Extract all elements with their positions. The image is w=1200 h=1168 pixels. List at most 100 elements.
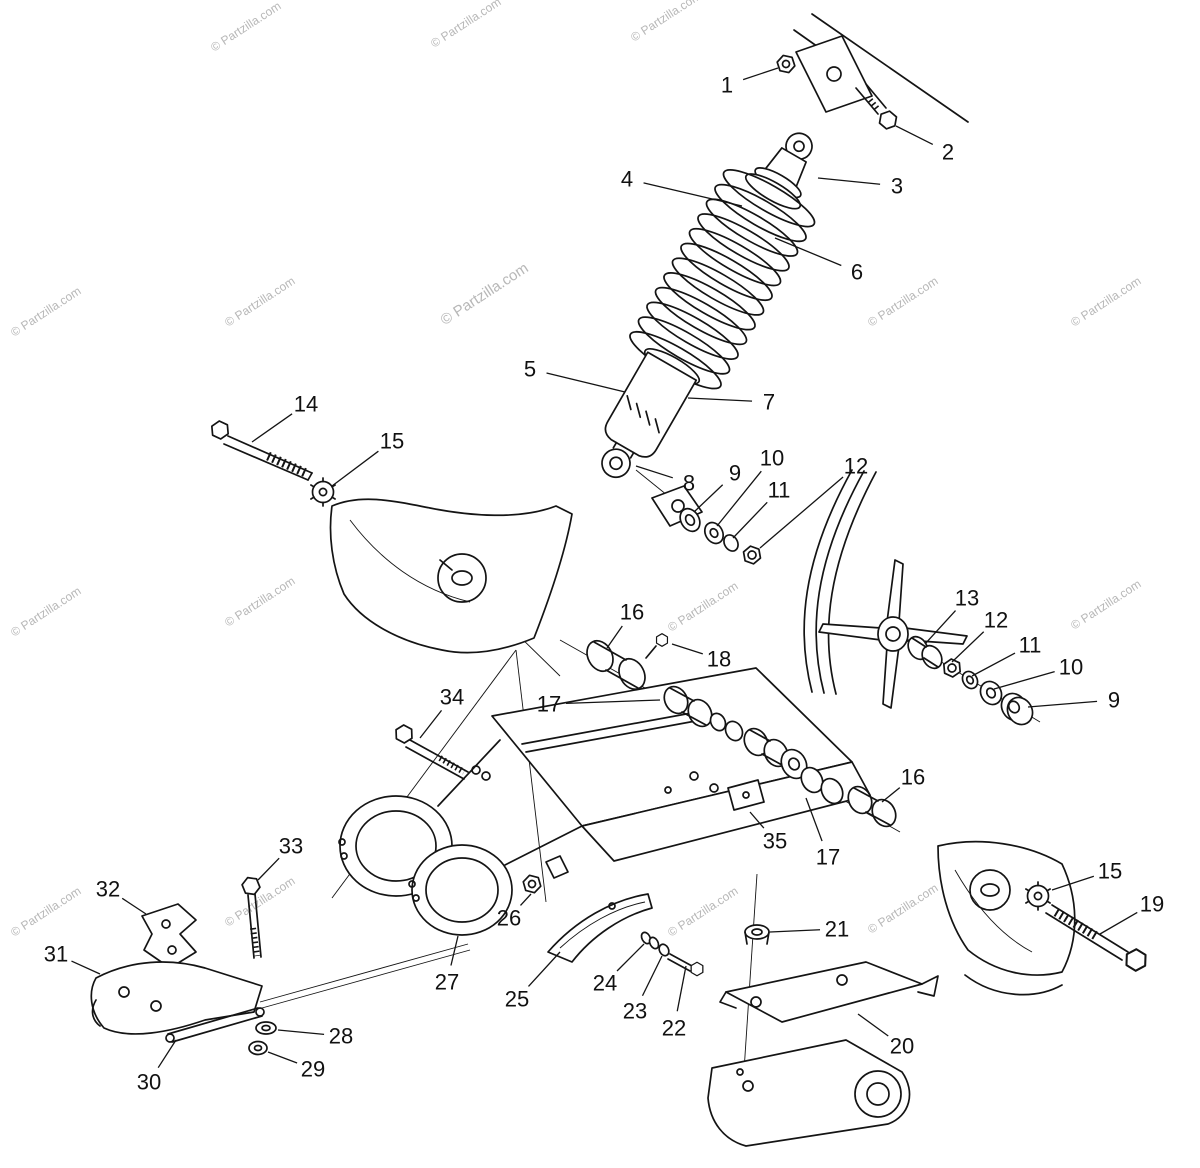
part-number-16[interactable]: 16 xyxy=(620,600,644,625)
part-number-21[interactable]: 21 xyxy=(825,917,849,942)
chain-slider-25 xyxy=(547,893,653,963)
callout-leader-2 xyxy=(895,125,934,145)
callout-leader-23 xyxy=(641,955,663,997)
shock-absorber xyxy=(601,132,816,479)
part-number-23[interactable]: 23 xyxy=(623,999,647,1024)
part-number-9[interactable]: 9 xyxy=(1108,688,1120,713)
part-number-34[interactable]: 34 xyxy=(440,685,464,710)
watermark-text: © Partzilla.com xyxy=(1068,274,1143,330)
watermark-text: © Partzilla.com xyxy=(628,0,703,45)
callout-leader-31 xyxy=(71,960,101,975)
callout-leader-33 xyxy=(257,857,280,881)
part-number-25[interactable]: 25 xyxy=(505,987,529,1012)
callout-leader-1 xyxy=(742,67,779,81)
callout-leader-13 xyxy=(924,610,957,645)
part-number-3[interactable]: 3 xyxy=(891,174,903,199)
callout-leader-9 xyxy=(1027,700,1098,708)
frame-mount xyxy=(774,13,969,133)
part-number-8[interactable]: 8 xyxy=(683,471,695,496)
callout-leader-35 xyxy=(749,811,765,829)
watermark-text: © Partzilla.com xyxy=(1068,577,1143,633)
part-number-26[interactable]: 26 xyxy=(497,906,521,931)
watermark-text: © Partzilla.com xyxy=(8,884,83,940)
part-number-15[interactable]: 15 xyxy=(380,429,404,454)
part-number-10[interactable]: 10 xyxy=(760,446,784,471)
watermark-text: © Partzilla.com xyxy=(8,284,83,340)
part-number-2[interactable]: 2 xyxy=(942,140,954,165)
part-number-27[interactable]: 27 xyxy=(435,970,459,995)
callout-leader-16 xyxy=(881,787,901,803)
callout-leader-27 xyxy=(450,935,459,966)
callout-leader-5 xyxy=(546,372,626,393)
watermark-text: © Partzilla.com xyxy=(8,584,83,640)
part-number-18[interactable]: 18 xyxy=(707,647,731,672)
part-number-16[interactable]: 16 xyxy=(901,765,925,790)
callout-leader-3 xyxy=(817,177,881,185)
callout-leader-16 xyxy=(606,625,623,649)
part-number-35[interactable]: 35 xyxy=(763,829,787,854)
callout-leader-18 xyxy=(671,643,704,655)
part-number-12[interactable]: 12 xyxy=(844,454,868,479)
part-number-15[interactable]: 15 xyxy=(1098,859,1122,884)
callout-leader-12 xyxy=(759,476,844,549)
left-chain-guard xyxy=(329,498,573,654)
callout-leader-25 xyxy=(527,951,561,987)
washer-23 xyxy=(658,943,670,957)
callout-leader-22 xyxy=(676,965,687,1012)
part-number-5[interactable]: 5 xyxy=(524,357,536,382)
part-number-10[interactable]: 10 xyxy=(1059,655,1083,680)
bolt-19 xyxy=(1045,904,1152,975)
callout-leader-28 xyxy=(277,1029,325,1036)
watermark-text: © Partzilla.com xyxy=(222,874,297,930)
callout-leader-15 xyxy=(1051,875,1095,891)
part-number-20[interactable]: 20 xyxy=(890,1034,914,1059)
part-number-11[interactable]: 11 xyxy=(768,478,791,503)
part-number-17[interactable]: 17 xyxy=(537,692,561,717)
part-number-12[interactable]: 12 xyxy=(984,608,1008,633)
callout-leader-21 xyxy=(769,929,821,933)
part-number-7[interactable]: 7 xyxy=(763,390,775,415)
callout-leader-19 xyxy=(1099,911,1138,935)
plate-35 xyxy=(727,779,765,811)
part-number-19[interactable]: 19 xyxy=(1140,892,1164,917)
part-number-22[interactable]: 22 xyxy=(662,1016,686,1041)
bolt-22 xyxy=(667,953,707,979)
callout-leader-34 xyxy=(419,710,443,739)
callout-leader-20 xyxy=(857,1013,889,1037)
spacer-24 xyxy=(640,931,660,950)
nut-26 xyxy=(520,855,569,895)
part-number-28[interactable]: 28 xyxy=(329,1024,353,1049)
rod-30 xyxy=(165,943,471,1043)
watermark-text: © Partzilla.com xyxy=(438,260,532,329)
part-number-17[interactable]: 17 xyxy=(816,845,840,870)
part-number-14[interactable]: 14 xyxy=(294,392,318,417)
pivot-bushings-upper xyxy=(586,631,744,742)
part-number-1[interactable]: 1 xyxy=(721,73,733,98)
star-spacer xyxy=(818,559,968,709)
bolt-2 xyxy=(855,83,901,133)
bolt-33 xyxy=(240,876,262,959)
washer-28 xyxy=(255,1021,277,1035)
axle-washer-stack xyxy=(907,635,1034,726)
part-number-32[interactable]: 32 xyxy=(96,877,120,902)
part-number-29[interactable]: 29 xyxy=(301,1057,325,1082)
nut-1 xyxy=(774,53,798,75)
shock-mount-washers xyxy=(651,485,764,567)
callout-leader-10 xyxy=(993,671,1055,690)
part-number-33[interactable]: 33 xyxy=(279,834,303,859)
callout-leader-17 xyxy=(805,797,823,842)
part-number-11[interactable]: 11 xyxy=(1019,633,1042,658)
watermark-text: © Partzilla.com xyxy=(428,0,503,51)
watermark-text: © Partzilla.com xyxy=(865,881,940,937)
bolt-34 xyxy=(391,722,491,781)
callout-leader-12 xyxy=(951,631,985,663)
part-number-4[interactable]: 4 xyxy=(621,167,633,192)
part-number-30[interactable]: 30 xyxy=(137,1070,161,1095)
part-number-13[interactable]: 13 xyxy=(955,586,979,611)
part-number-31[interactable]: 31 xyxy=(44,942,68,967)
part-number-24[interactable]: 24 xyxy=(593,971,617,996)
part-number-9[interactable]: 9 xyxy=(729,461,741,486)
part-number-6[interactable]: 6 xyxy=(851,260,863,285)
